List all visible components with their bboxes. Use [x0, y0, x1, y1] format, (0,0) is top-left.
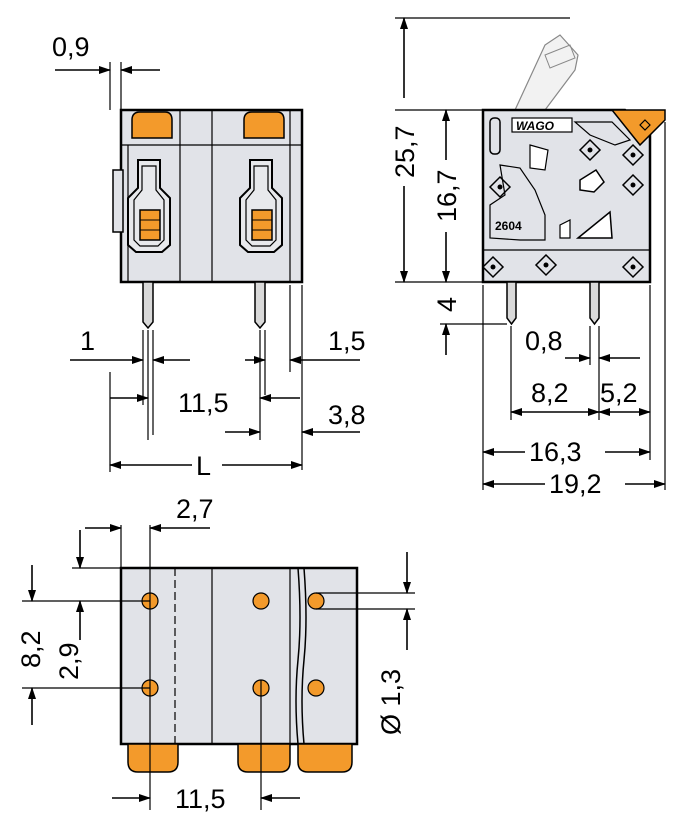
dim-pin-length: 4 [432, 297, 462, 312]
side-housing [481, 108, 652, 284]
bottom-housing [119, 566, 359, 746]
dim-pitch: 11,5 [178, 388, 229, 418]
bottom-actuator-3 [297, 743, 353, 773]
clamp-window-1 [127, 159, 171, 253]
pin-2 [254, 281, 266, 330]
dim-total-height: 25,7 [390, 125, 420, 178]
actuator-1 [131, 111, 173, 139]
dim-pin-width-side: 0,8 [525, 326, 563, 356]
dim-pin-width: 1 [80, 326, 95, 356]
dim-bottom-pitch: 11,5 [175, 784, 226, 814]
dim-depth: 16,3 [529, 437, 582, 467]
side-view: WAGO 2604 [390, 17, 666, 499]
dim-row-spacing: 8,2 [16, 630, 46, 668]
dim-body-height: 16,7 [432, 169, 462, 222]
dim-pin-spacing: 8,2 [531, 378, 569, 408]
side-actuator [610, 109, 666, 147]
pin-1 [142, 281, 154, 330]
actuator-2 [243, 111, 285, 139]
side-pin-1 [506, 281, 517, 326]
part-number: 2604 [495, 219, 522, 233]
clamp-window-2 [239, 159, 283, 253]
dim-length: L [196, 451, 211, 481]
dim-pin-offset: 5,2 [600, 378, 638, 408]
bottom-view: 2,7 8,2 2,9 Ø 1,3 11,5 [16, 494, 415, 814]
dim-edge-offset: 2,7 [176, 494, 214, 524]
dim-right-2: 3,8 [328, 400, 366, 430]
dim-hole-offset: 2,9 [54, 642, 84, 680]
bottom-actuator-2 [237, 743, 291, 773]
bottom-actuator-1 [127, 743, 179, 773]
side-pin-2 [589, 281, 600, 326]
front-view: 0,9 1 1,5 11,5 3,8 L [52, 32, 366, 481]
dim-right-1: 1,5 [328, 326, 366, 356]
dim-hole-diameter: Ø 1,3 [376, 669, 406, 735]
wago-logo: WAGO [516, 119, 555, 133]
open-lever-outline [514, 34, 579, 111]
dim-top: 0,9 [52, 32, 90, 62]
dim-total-depth: 19,2 [549, 469, 602, 499]
